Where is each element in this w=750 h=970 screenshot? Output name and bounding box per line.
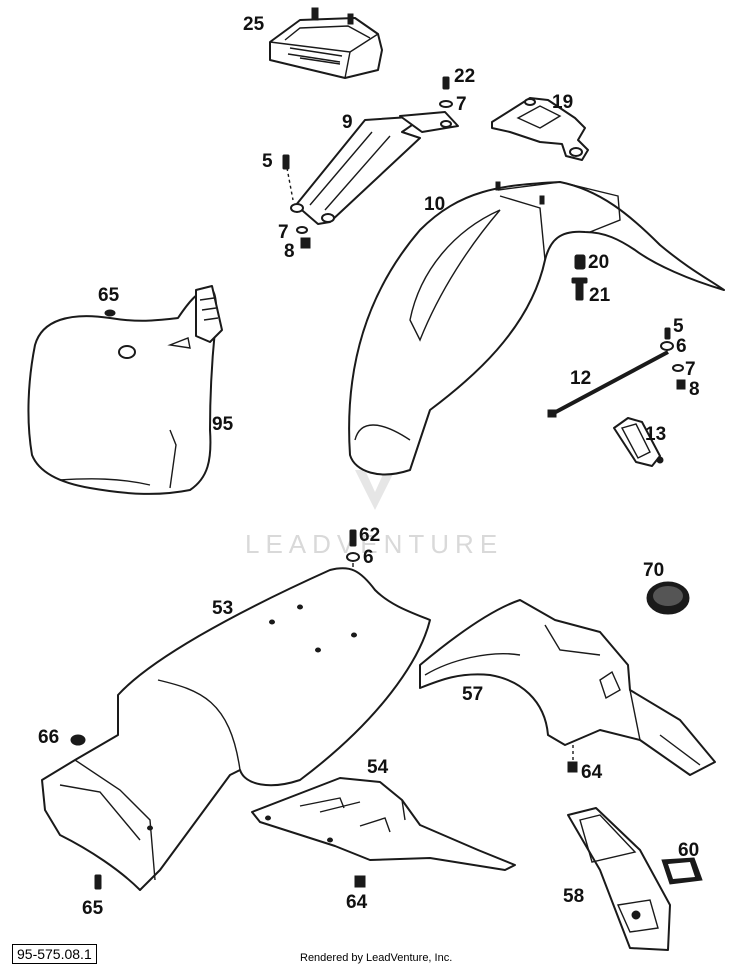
callout-9: 9 — [342, 112, 353, 133]
callout-6: 6 — [676, 336, 687, 357]
callout-25: 25 — [243, 14, 265, 35]
part-20-21-mount — [571, 254, 588, 301]
part-13-clip — [613, 417, 664, 467]
callout-65: 65 — [98, 285, 120, 306]
part-9-holder — [286, 111, 459, 225]
part-57-side-cover — [419, 599, 716, 776]
part-19-bracket — [491, 97, 589, 161]
part-12-rod — [547, 327, 686, 418]
part-58-plate — [567, 807, 671, 951]
part-fastener-left — [282, 154, 311, 249]
callout-22: 22 — [454, 66, 475, 87]
callout-7: 7 — [456, 94, 467, 115]
part-70-cap — [646, 581, 690, 615]
callout-8: 8 — [689, 379, 700, 400]
part-95-number-plate — [27, 285, 223, 495]
callout-64: 64 — [346, 892, 368, 913]
callout-5: 5 — [262, 151, 273, 172]
callout-13: 13 — [645, 424, 666, 445]
callout-7: 7 — [278, 222, 289, 243]
callout-10: 10 — [424, 194, 445, 215]
callout-21: 21 — [589, 285, 611, 306]
part-25-cover — [269, 7, 383, 79]
callout-57: 57 — [462, 684, 483, 705]
callout-65: 65 — [82, 898, 104, 919]
part-53-rear-fender — [41, 567, 431, 891]
callout-19: 19 — [552, 92, 573, 113]
part-64-nut-b — [354, 875, 366, 888]
callout-7: 7 — [685, 359, 696, 380]
callout-64: 64 — [581, 762, 603, 783]
callout-54: 54 — [367, 757, 389, 778]
callout-20: 20 — [588, 252, 609, 273]
part-65-screw-b — [94, 874, 102, 890]
part-60-reflector — [661, 857, 703, 885]
callout-12: 12 — [570, 368, 591, 389]
callout-60: 60 — [678, 840, 699, 861]
render-credit: Rendered by LeadVenture, Inc. — [300, 952, 453, 964]
callout-8: 8 — [284, 241, 295, 262]
callout-6: 6 — [363, 547, 374, 568]
callout-53: 53 — [212, 598, 233, 619]
part-64-nut-a — [567, 745, 578, 773]
callout-62: 62 — [359, 525, 380, 546]
callout-labels: 25 22 7 19 9 5 7 8 10 20 21 65 95 5 6 12… — [38, 14, 700, 919]
diagram-code: 95-575.08.1 — [12, 944, 97, 964]
part-10-front-fender — [348, 181, 725, 476]
part-66-nut — [70, 734, 86, 746]
callout-70: 70 — [643, 560, 664, 581]
callout-95: 95 — [212, 414, 234, 435]
part-54-mud-flap — [251, 777, 516, 871]
part-22-screw — [439, 76, 453, 108]
callout-5: 5 — [673, 316, 684, 337]
watermark-text: LEADVENTURE — [245, 529, 503, 559]
callout-66: 66 — [38, 727, 59, 748]
callout-58: 58 — [563, 886, 584, 907]
